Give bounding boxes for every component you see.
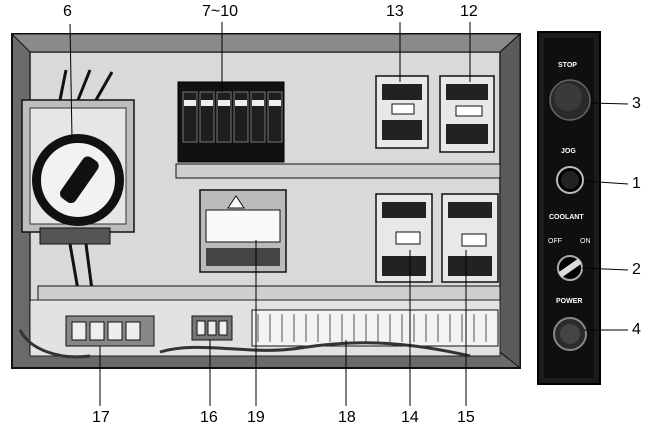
coolant-selector-switch [557,255,583,281]
terminal-block-16 [191,315,233,341]
leader-lines [69,22,629,406]
callout-17: 17 [92,409,110,426]
stop-button [549,79,591,121]
power-label: POWER [556,298,583,305]
callout-1: 1 [632,175,641,192]
contactor-12 [439,75,495,153]
callout-14: 14 [401,409,419,426]
control-transformer [199,189,287,273]
callout-18: 18 [338,409,356,426]
contactor-15 [441,193,499,283]
stop-label: STOP [558,62,577,69]
coolant-on-label: ON [580,238,591,245]
callout-19: 19 [247,409,265,426]
callout-6: 6 [63,3,72,20]
callout-7-10: 7~10 [202,3,239,20]
jog-button [556,166,584,194]
terminal-strip-18 [251,309,499,347]
callout-4: 4 [632,321,641,338]
cable-bundle [18,329,471,359]
main-switch [21,69,135,291]
callout-12: 12 [460,3,478,20]
coolant-label: COOLANT [549,214,584,221]
lower-din-rail [37,285,501,301]
contactor-14 [375,193,433,283]
callout-2: 2 [632,261,641,278]
upper-din-rail [175,163,501,179]
callout-13: 13 [386,3,404,20]
callout-15: 15 [457,409,475,426]
terminal-block-17 [65,315,155,347]
callout-3: 3 [632,95,641,112]
coolant-off-label: OFF [548,238,562,245]
fuse-block [177,81,285,163]
callout-16: 16 [200,409,218,426]
jog-label: JOG [561,148,576,155]
contactor-13 [375,75,429,149]
power-indicator-lamp [553,317,587,351]
